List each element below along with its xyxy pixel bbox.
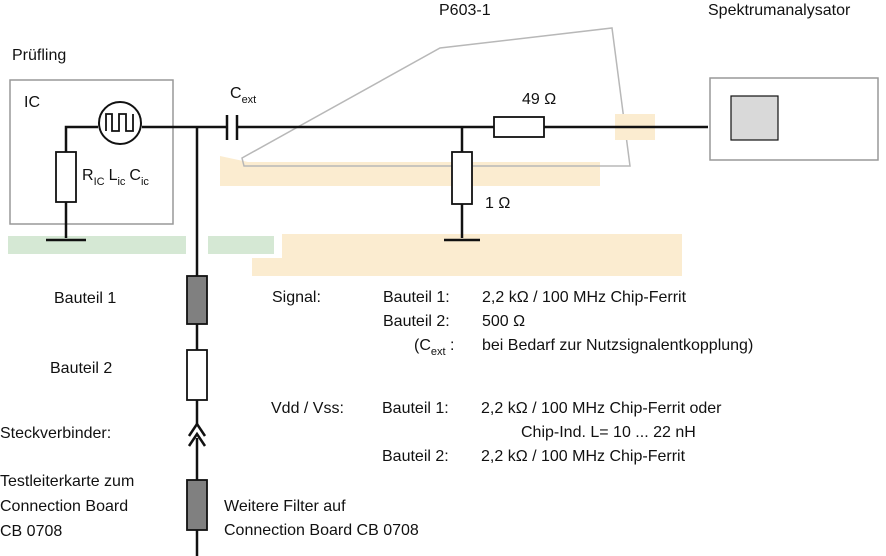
title-probe: P603-1 [439,2,491,19]
spec-vdd-b2-label: Bauteil 2: [382,448,449,465]
spec-signal-b1-value: 2,2 kΩ / 100 MHz Chip-Ferrit [482,289,687,306]
spec-signal-head: Signal: [272,289,321,306]
spec-signal-b2-label: Bauteil 2: [383,313,450,330]
board-ground-strip [208,236,274,254]
wire-ic-left [64,125,98,152]
component-testboard [186,479,208,531]
dut-ground-plane [8,236,186,254]
label-1ohm: 1 Ω [485,195,510,212]
label-cext: Cext [230,85,256,106]
resistor-1ohm [451,151,473,205]
spec-vdd-b1-value: 2,2 kΩ / 100 MHz Chip-Ferrit oder [481,400,722,417]
probe-outline [241,27,631,167]
resistor-ric [55,151,77,203]
component-bauteil1 [186,275,208,325]
title-dut: Prüfling [12,47,66,64]
signal-source-icon [98,101,142,145]
spec-vdd-b1-label: Bauteil 1: [382,400,449,417]
label-bauteil2: Bauteil 2 [50,360,112,377]
connector-icon [187,421,207,447]
label-steckverbinder: Steckverbinder: [0,425,111,442]
component-bauteil2 [186,349,208,401]
spec-signal-b2-value: 500 Ω [482,313,525,330]
probe-body [220,156,600,186]
analyzer-screen [730,95,779,141]
spec-cext-label: (Cext : [414,337,454,358]
dut-box [9,79,174,225]
spec-vdd-b2-value: 2,2 kΩ / 100 MHz Chip-Ferrit [481,448,686,465]
label-49ohm: 49 Ω [522,91,556,108]
label-filter-1: Weitere Filter auf [224,498,346,515]
resistor-49ohm [493,116,545,138]
label-testleiter-3: CB 0708 [0,523,62,540]
label-bauteil1: Bauteil 1 [54,290,116,307]
spec-cext-value: bei Bedarf zur Nutzsignalentkopplung) [482,337,753,354]
label-ic: IC [24,94,40,111]
spec-vdd-head: Vdd / Vss: [271,400,344,417]
spec-vdd-b1-value2: Chip-Ind. L= 10 ... 22 nH [521,424,696,441]
label-testleiter-2: Connection Board [0,498,128,515]
probe-board-shape [252,234,682,276]
label-testleiter-1: Testleiterkarte zum [0,473,134,490]
label-filter-2: Connection Board CB 0708 [224,522,419,539]
spec-signal-b1-label: Bauteil 1: [383,289,450,306]
title-analyzer: Spektrumanalysator [708,2,851,19]
capacitor-cext [225,115,239,140]
